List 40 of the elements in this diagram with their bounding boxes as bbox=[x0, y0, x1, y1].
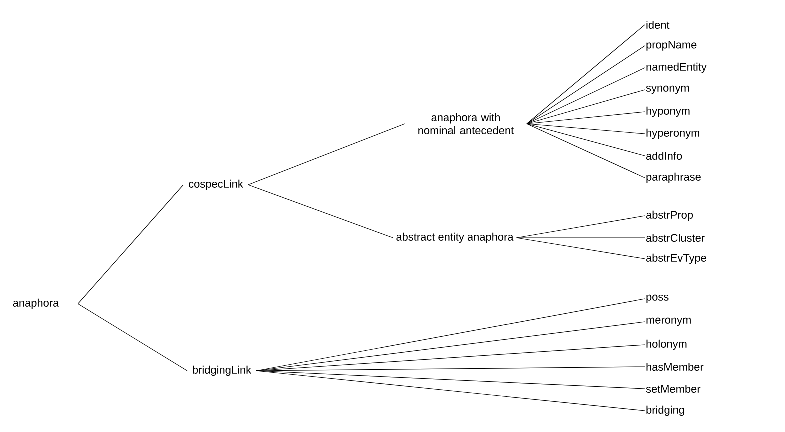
category-label: synonym bbox=[646, 86, 690, 94]
tree-line bbox=[78, 184, 184, 304]
category-label: holonym bbox=[646, 340, 687, 350]
category-label: namedEntity bbox=[646, 62, 707, 74]
category-label: paraphrase bbox=[646, 172, 701, 184]
category-label: abstrEvType bbox=[646, 254, 706, 264]
category-label: abstrProp bbox=[646, 210, 694, 222]
tree-line bbox=[516, 238, 646, 260]
category-label: meronym bbox=[646, 318, 691, 326]
tree-node-label: anaphora bbox=[13, 298, 60, 310]
tree-node-label: cospecLink bbox=[189, 180, 244, 190]
tree-line bbox=[256, 370, 646, 412]
tree-line bbox=[78, 304, 188, 372]
tree-node-label: abstract entity anaphora bbox=[396, 232, 514, 244]
tree-line bbox=[526, 24, 646, 124]
category-label: setMember bbox=[646, 384, 701, 394]
category-label: addInfo bbox=[646, 152, 682, 160]
tree-line bbox=[526, 90, 646, 124]
category-label: hyponym bbox=[646, 106, 690, 118]
category-label: ident bbox=[646, 20, 670, 30]
tree-line bbox=[526, 68, 646, 124]
category-label: poss bbox=[646, 294, 669, 304]
category-label: hasMember bbox=[646, 362, 704, 372]
tree-line bbox=[526, 46, 646, 124]
tree-line bbox=[526, 124, 646, 156]
tree-line bbox=[256, 298, 646, 372]
tree-line bbox=[526, 124, 646, 134]
tree-line bbox=[516, 216, 646, 238]
tree-node-label: anaphora with nominal antecedent bbox=[418, 114, 514, 134]
category-label: propName bbox=[646, 41, 697, 51]
tree-line bbox=[248, 124, 406, 186]
tree-line bbox=[248, 184, 394, 238]
tree-line bbox=[256, 366, 646, 372]
tree-node-label: bridgingLink bbox=[193, 366, 252, 376]
category-label: abstrCluster bbox=[646, 234, 705, 242]
category-label: hyperonym bbox=[646, 128, 700, 140]
category-label: bridging bbox=[646, 406, 684, 416]
tree-line bbox=[526, 112, 646, 124]
tree-line bbox=[526, 124, 646, 178]
tree-line bbox=[256, 370, 646, 390]
